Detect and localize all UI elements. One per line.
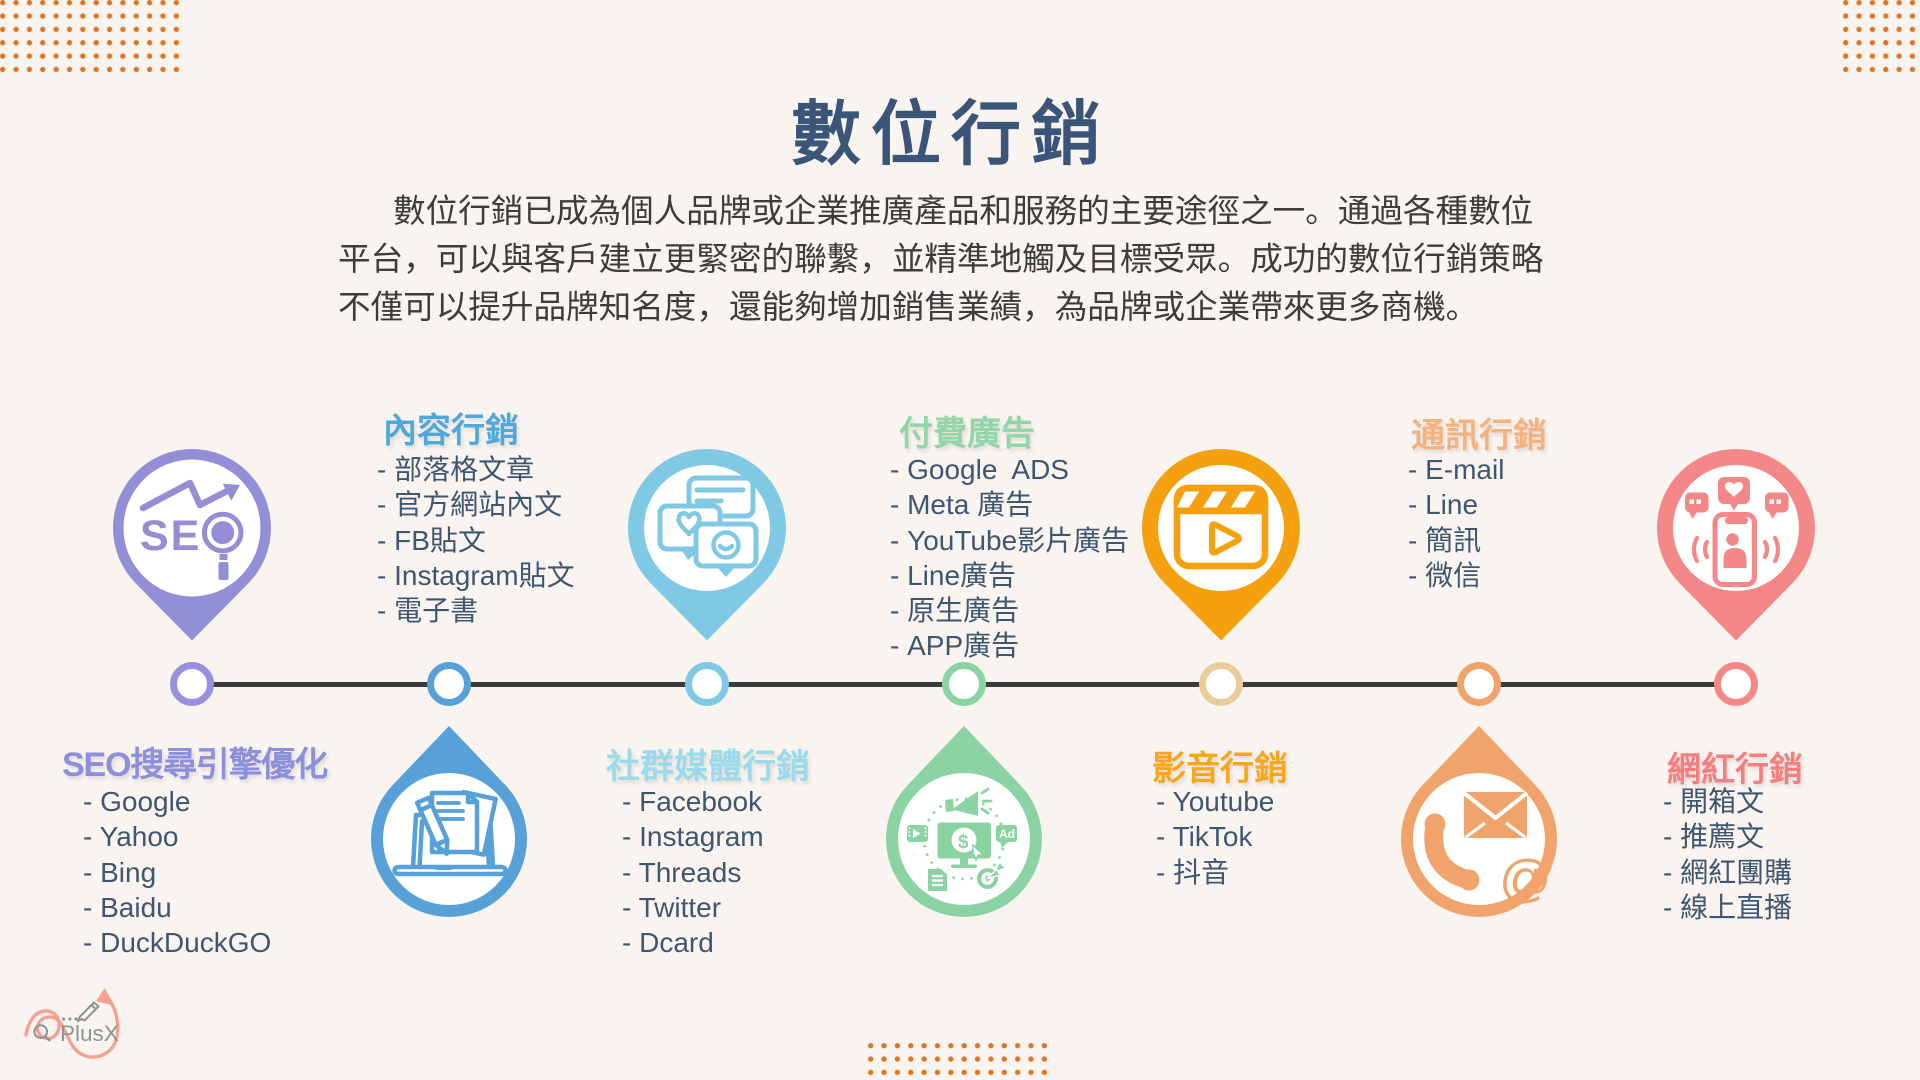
svg-text:PlusX: PlusX xyxy=(60,1021,119,1046)
svg-text:$: $ xyxy=(958,832,969,853)
svg-text:@: @ xyxy=(1499,850,1552,908)
svg-text:SE: SE xyxy=(140,512,201,560)
svg-text:Ad: Ad xyxy=(999,827,1015,841)
